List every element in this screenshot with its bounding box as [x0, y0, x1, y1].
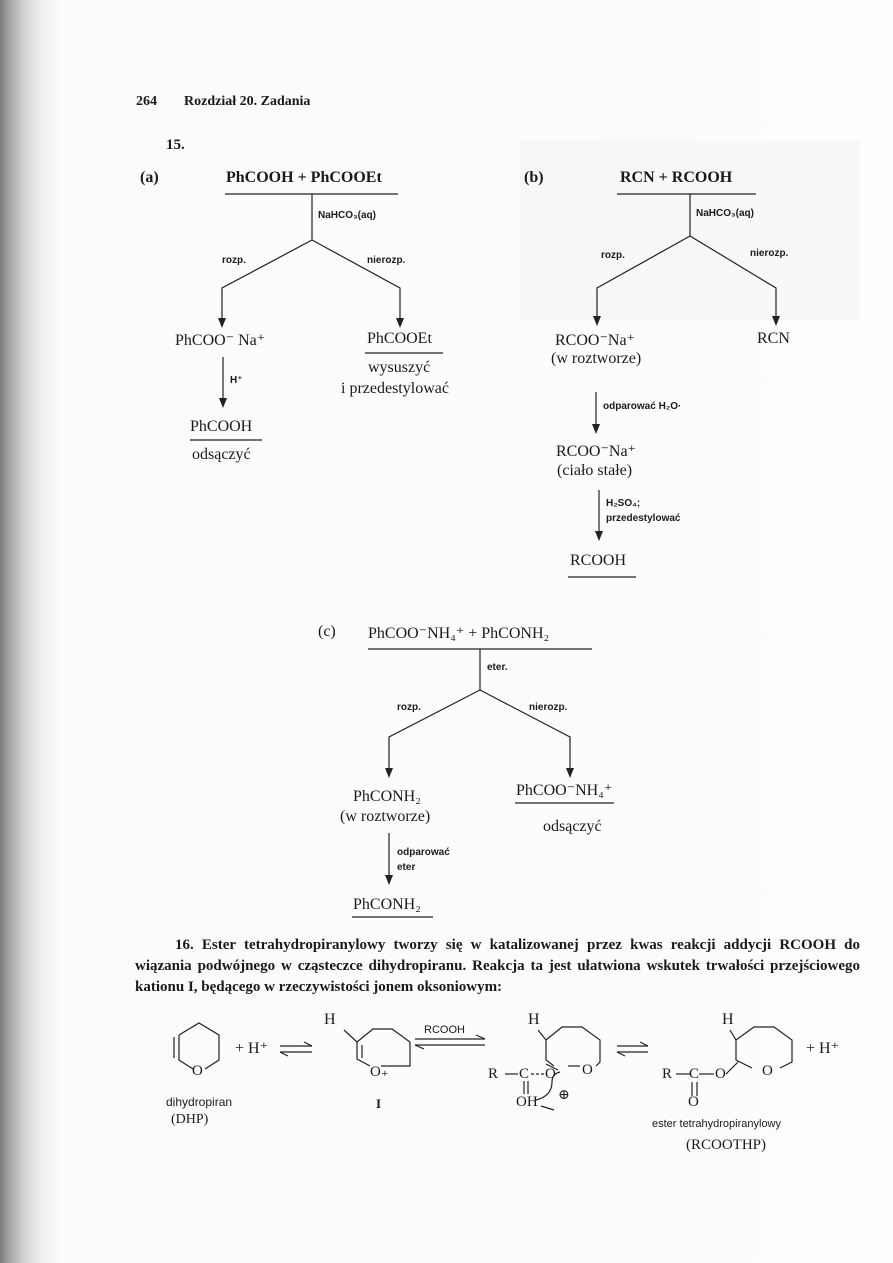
oplus-icon: ⊕ — [558, 1088, 570, 1103]
product-o-carbonyl: O — [688, 1094, 699, 1110]
product-r: R — [662, 1066, 673, 1082]
dhp-name: dihydropiran — [166, 1095, 233, 1109]
mixture-a: PhCOOH + PhCOOEt — [226, 169, 382, 186]
final-left-c: PhCONH₂ — [353, 896, 421, 913]
mixture-c: PhCOO⁻NH₄⁺ + PhCONH₂ — [368, 625, 550, 642]
reagent-b: NaHCO₃(aq) — [696, 208, 754, 219]
problem-16-number: 16. — [175, 937, 194, 953]
branch-left-b: rozp. — [601, 250, 625, 261]
ester-abbr: (RCOOTHP) — [686, 1137, 767, 1153]
evaporate-c-1: odparować — [397, 847, 450, 858]
final-left-a: PhCOOH — [190, 418, 253, 435]
chapter-title: Rozdział 20. Zadania — [184, 94, 311, 109]
evaporate-b: odparować H₂O· — [603, 401, 682, 412]
reagent-c: eter. — [487, 662, 508, 673]
dhp-abbr: (DHP) — [171, 1112, 209, 1127]
intermediate-hydrogen: H — [528, 1011, 540, 1028]
problem-16-body: Ester tetrahydropiranylowy tworzy się w … — [135, 937, 860, 995]
branch-left-c: rozp. — [397, 702, 421, 713]
dhp-ring-oxygen: O — [192, 1063, 203, 1079]
intermediate-o-ring: O — [582, 1062, 593, 1078]
label-a: (a) — [140, 169, 159, 186]
reagent-a: NaHCO₃(aq) — [318, 210, 376, 221]
state-left-c: (w roztworze) — [340, 808, 431, 825]
intermediate-c: C — [519, 1066, 530, 1082]
product-left-a: PhCOO⁻ Na⁺ — [175, 332, 266, 349]
plus-proton: + H⁺ — [235, 1040, 269, 1057]
note-right-a-1: wysuszyć — [368, 359, 431, 376]
acid-step-b-1: H₂SO₄; — [606, 498, 641, 509]
product-hydrogen: H — [722, 1011, 734, 1028]
solid-b: RCOO⁻Na⁺ — [556, 443, 636, 460]
note-left-a: odsączyć — [192, 446, 251, 463]
final-b: RCOOH — [570, 552, 627, 569]
acid-step-b-2: przedestylować — [606, 513, 681, 524]
mixture-b: RCN + RCOOH — [620, 169, 733, 186]
note-right-a-2: i przedestylować — [341, 380, 449, 397]
cation-oxonium: O₊ — [370, 1064, 389, 1080]
product-left-b: RCOO⁻Na⁺ — [555, 332, 635, 349]
problem-16-text: 16. Ester tetrahydropiranylowy tworzy si… — [135, 935, 860, 998]
page-number: 264 — [136, 94, 157, 109]
acid-step-a: H⁺ — [230, 375, 243, 386]
note-right-c: odsączyć — [543, 818, 602, 835]
problem-15-number: 15. — [166, 137, 185, 153]
product-o-link: O — [715, 1066, 726, 1082]
ester-name: ester tetrahydropiranylowy — [652, 1118, 782, 1130]
intermediate-o-link: O — [545, 1066, 556, 1082]
solid-state-b: (ciało stałe) — [557, 462, 633, 479]
intermediate-r: R — [488, 1066, 499, 1082]
product-c: C — [689, 1066, 700, 1082]
evaporate-c-2: eter — [397, 862, 416, 873]
state-left-b: (w roztworze) — [551, 350, 642, 367]
product-o-ring: O — [762, 1063, 773, 1079]
label-c: (c) — [318, 623, 336, 640]
product-left-c: PhCONH₂ — [353, 788, 421, 805]
branch-right-b: nierozp. — [750, 248, 789, 259]
label-b: (b) — [524, 169, 544, 186]
cation-label: I — [376, 1096, 382, 1111]
branch-left-a: rozp. — [222, 255, 246, 266]
reagent-rcooh: RCOOH — [424, 1024, 465, 1036]
product-right-a: PhCOOEt — [367, 330, 432, 347]
branch-right-a: nierozp. — [367, 255, 406, 266]
plus-proton-end: + H⁺ — [806, 1040, 840, 1057]
branch-right-c: nierozp. — [529, 702, 568, 713]
intermediate-oh: OH — [516, 1094, 538, 1110]
cation-hydrogen: H — [324, 1011, 336, 1028]
product-right-b: RCN — [757, 330, 790, 347]
product-right-c: PhCOO⁻NH₄⁺ — [516, 782, 613, 799]
